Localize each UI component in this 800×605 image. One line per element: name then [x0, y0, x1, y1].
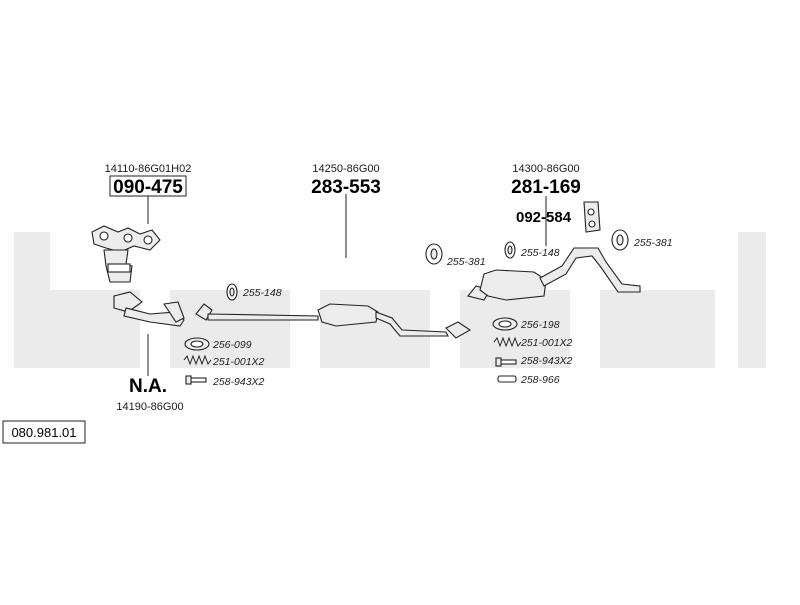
clamp-icon-rear — [497, 375, 517, 383]
gasket-icon-rear — [492, 317, 518, 331]
ring-icon-mid-left — [425, 243, 443, 265]
label-rear-clamp: 258-966 — [520, 374, 560, 386]
hanger-icon-rear — [583, 201, 601, 233]
label-rear-bolt: 258-943X2 — [520, 355, 573, 367]
label-rear-gasket: 256-198 — [520, 319, 560, 331]
oe-number-rear-muffler: 14300-86G00 — [512, 163, 579, 175]
diagram-number: 080.981.01 — [11, 425, 76, 440]
label-front-bolt: 258-943X2 — [212, 376, 265, 388]
ring-icon-mid-right — [504, 241, 516, 259]
bolt-icon-rear — [495, 357, 517, 367]
part-number-center-pipe: 283-553 — [311, 177, 381, 198]
part-number-box — [109, 175, 187, 197]
gasket-icon-front — [184, 337, 210, 351]
label-front-spring: 251-001X2 — [212, 356, 265, 368]
spring-icon-front — [183, 354, 212, 366]
part-number-hanger: 092-584 — [516, 209, 572, 226]
front-pipe — [113, 291, 185, 327]
part-number-rear-muffler: 281-169 — [511, 177, 581, 198]
center-pipe — [195, 303, 472, 339]
exhaust-manifold — [91, 225, 161, 283]
ring-icon-front — [226, 283, 238, 301]
oe-number-manifold: 14110-86G01H02 — [105, 163, 192, 175]
rear-muffler — [467, 247, 641, 301]
label-rear-spring: 251-001X2 — [520, 337, 573, 349]
label-mid-ring-left: 255-381 — [446, 256, 486, 268]
oe-number-center-pipe: 14250-86G00 — [312, 163, 379, 175]
label-tail-ring: 255-381 — [633, 237, 673, 249]
spring-icon-rear — [493, 336, 522, 348]
oe-number-front-pipe: 14190-86G00 — [116, 401, 183, 413]
label-front-gasket: 256-099 — [212, 339, 252, 351]
bolt-icon-front — [185, 375, 207, 385]
label-mid-ring-right: 255-148 — [520, 247, 560, 259]
diagram-number-box — [2, 420, 86, 444]
part-number-manifold: 090-475 — [113, 177, 183, 198]
label-front-ring: 255-148 — [242, 287, 282, 299]
part-number-front-pipe: N.A. — [129, 376, 167, 397]
ring-icon-tail — [611, 229, 629, 251]
